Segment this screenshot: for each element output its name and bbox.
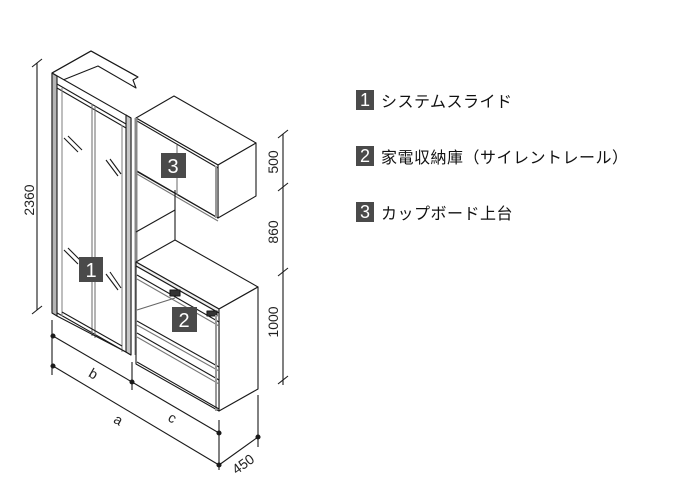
dim-width-c: c (165, 409, 179, 426)
legend-label-1: システムスライド (381, 92, 513, 111)
legend-badge-2: 2 (356, 146, 374, 166)
svg-text:3: 3 (167, 156, 178, 178)
callout-badge-2: 2 (172, 307, 197, 332)
legend-badge-1: 1 (356, 90, 374, 110)
legend-badge-3: 3 (356, 202, 374, 222)
legend-item-cupboard-upper: 3 カップボード上台 (356, 200, 629, 224)
dimension-lines (31, 58, 289, 470)
callout-badge-3: 3 (161, 153, 186, 178)
dim-width-a: a (111, 411, 126, 429)
tall-cabinet (51, 50, 139, 356)
legend-item-appliance-storage: 2 家電収納庫（サイレントレール） (356, 144, 629, 168)
svg-text:2: 2 (178, 310, 189, 332)
legend-label-3: カップボード上台 (381, 204, 514, 223)
upper-cupboard (135, 95, 257, 222)
dim-total-height: 2360 (21, 184, 37, 215)
dim-upper-height: 500 (265, 150, 281, 174)
appliance-storage-unit (135, 239, 259, 412)
dim-gap-height: 860 (265, 220, 281, 244)
dim-width-b: b (86, 365, 101, 383)
legend-item-system-slide: 1 システムスライド (356, 88, 629, 112)
dim-lower-height: 1000 (265, 306, 281, 337)
legend-label-2: 家電収納庫（サイレントレール） (381, 148, 629, 167)
legend: 1 システムスライド 2 家電収納庫（サイレントレール） 3 カップボード上台 (356, 88, 629, 256)
svg-text:1: 1 (85, 260, 96, 282)
callout-badge-1: 1 (79, 257, 103, 282)
